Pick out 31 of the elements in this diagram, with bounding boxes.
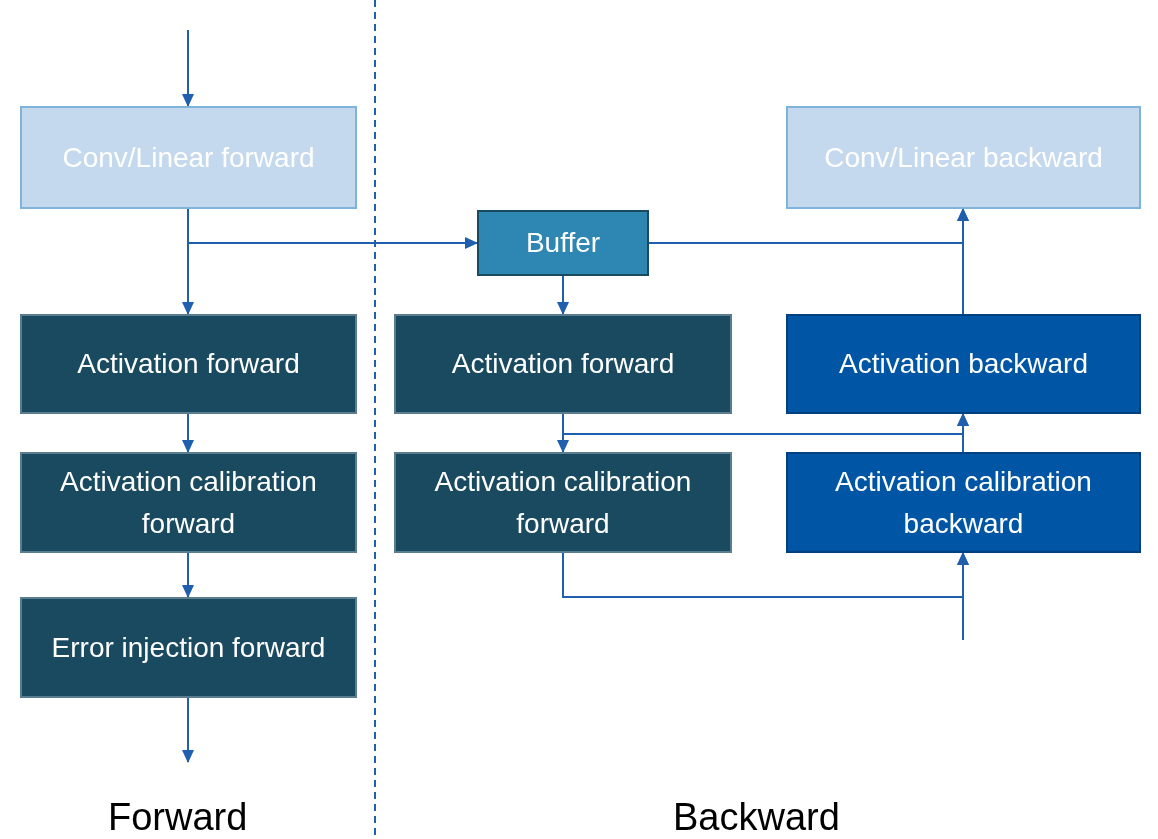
- box-label: Activation forward: [77, 347, 300, 381]
- arrow: [557, 275, 569, 315]
- section-title: Forward: [108, 796, 248, 839]
- process-box: [786, 452, 1141, 553]
- process-box: [394, 314, 732, 414]
- box-label: Activation backward: [839, 347, 1088, 381]
- box-label: Activation calibration backward: [834, 464, 1093, 541]
- arrow: [957, 552, 969, 641]
- process-box: [786, 314, 1141, 414]
- arrow: [187, 208, 478, 249]
- arrow: [182, 29, 194, 107]
- process-box: [20, 452, 357, 553]
- process-box: [20, 106, 357, 209]
- arrow: [182, 552, 194, 598]
- process-box: [20, 314, 357, 414]
- box-label: Conv/Linear forward: [62, 140, 315, 175]
- section-title: Backward: [673, 796, 840, 839]
- box-label: Conv/Linear backward: [824, 140, 1103, 175]
- process-box: [477, 210, 649, 276]
- box-label: Error injection forward: [51, 630, 326, 665]
- process-box: [20, 597, 357, 698]
- box-label: Activation calibration forward: [433, 464, 693, 541]
- arrow: [957, 413, 969, 453]
- arrow: [957, 208, 969, 315]
- box-label: Activation calibration forward: [59, 464, 318, 541]
- process-box: [786, 106, 1141, 209]
- process-box: [394, 452, 732, 553]
- box-label: Buffer: [525, 226, 601, 260]
- box-label: Activation forward: [451, 347, 675, 381]
- arrow: [182, 697, 194, 763]
- arrow: [182, 413, 194, 453]
